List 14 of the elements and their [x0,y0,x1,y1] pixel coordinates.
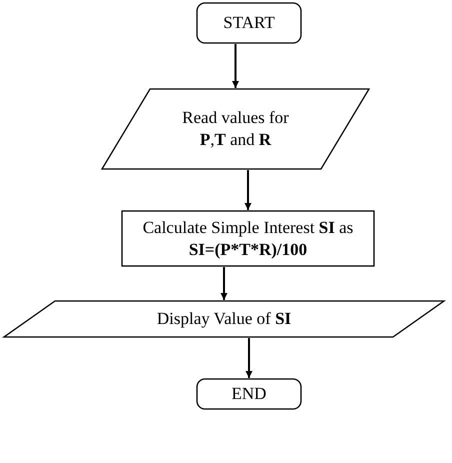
output-parallelogram [3,300,445,338]
process-box [121,210,375,267]
node-text: Calculate Simple Interest SI as SI=(P*T*R)/100 [142,216,354,260]
arrow [220,267,228,300]
arrow [244,170,252,210]
node-text: START [222,12,276,34]
node-text: END [230,383,268,405]
end-terminal [196,378,302,410]
arrow [246,338,252,378]
start-terminal [196,2,302,44]
node-text: Read values for P,T and R [181,107,290,151]
node-text: Display Value of SI [156,308,292,330]
input-parallelogram [101,88,370,170]
arrow [232,44,239,88]
